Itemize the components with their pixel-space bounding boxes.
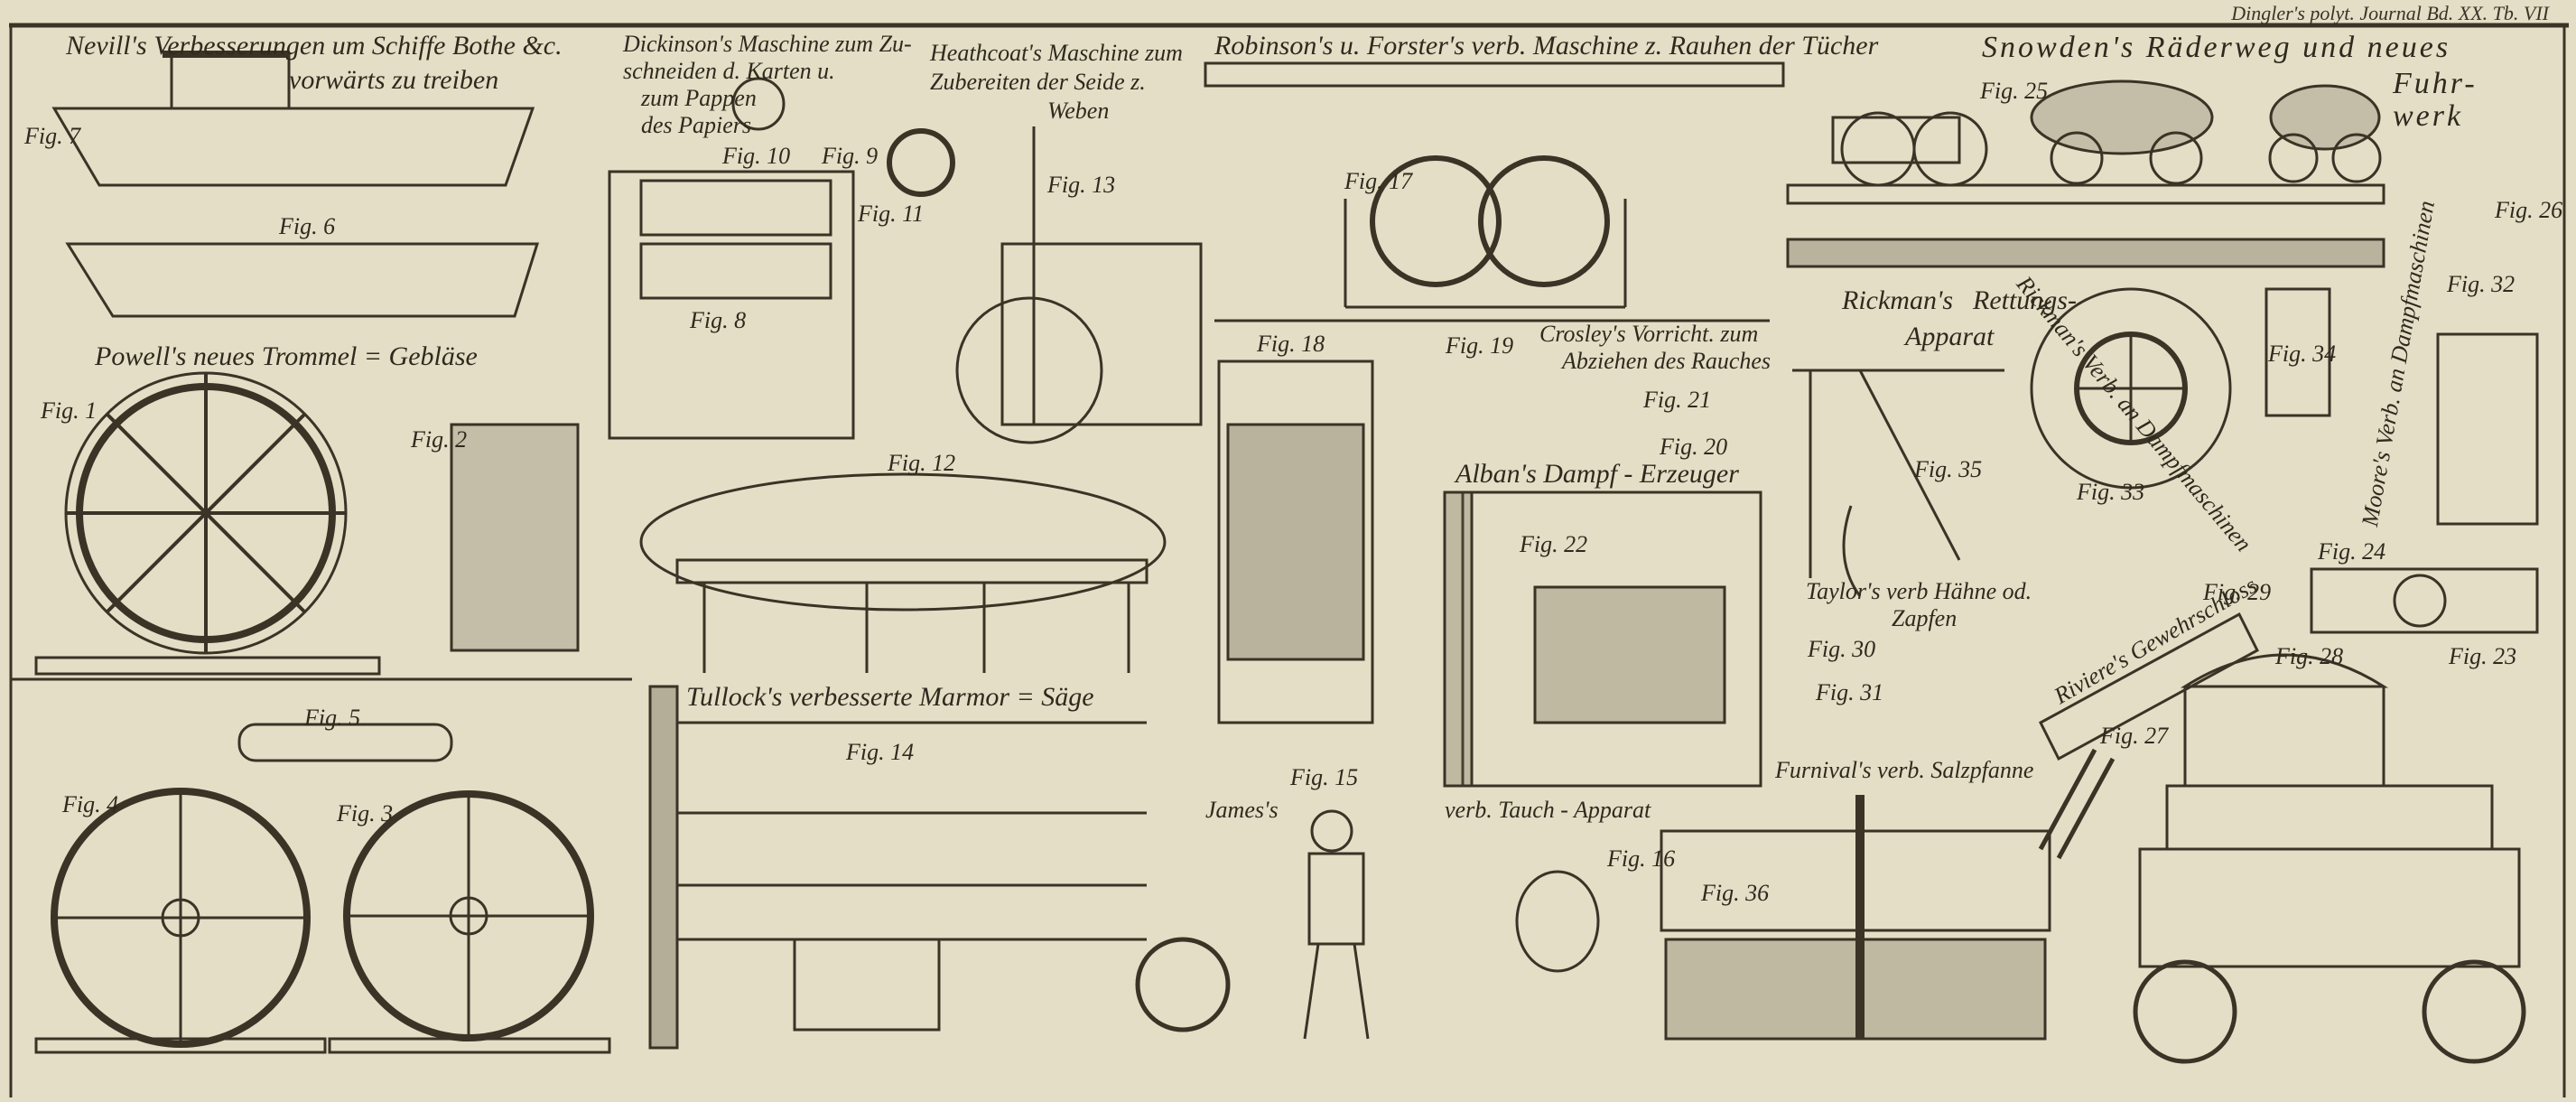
caption-powell: Powell's neues Trommel = Gebläse [95, 341, 478, 371]
fig-label: Fig. 7 [24, 123, 81, 149]
fig-label: Fig. 31 [1816, 679, 1884, 705]
fig-label: Fig. 25 [1980, 78, 2049, 104]
fig-label: Fig. 3 [337, 800, 394, 826]
caption-taylor: Taylor's verb Hähne od. [1806, 578, 2032, 604]
steam-engine-wheel-drawing [2030, 287, 2539, 634]
fig-label: Fig. 12 [888, 450, 956, 476]
caption-heathcoat-3: Weben [1047, 98, 1110, 124]
fig-label: Fig. 13 [1047, 172, 1116, 198]
drum-machine-fig12-drawing [639, 472, 1167, 673]
caption-snowden-2: Fuhr- [2393, 67, 2478, 100]
press-fig18-drawing [1217, 360, 1374, 724]
boat-drawing [51, 51, 540, 318]
salt-pan-drawing [1660, 795, 2051, 1041]
rescue-apparatus-drawing [1792, 369, 2004, 597]
caption-crosley: Crosley's Vorricht. zum [1539, 321, 1759, 347]
caption-furnival: Furnival's verb. Salzpfanne [1775, 757, 2034, 783]
caption-james: James's [1205, 797, 1279, 823]
caption-dickinson-4: des Papiers [641, 112, 752, 138]
fig-label: Fig. 11 [858, 201, 925, 227]
diving-apparatus-drawing [1303, 809, 1600, 1040]
silk-machine-drawing [887, 126, 1203, 444]
drum-blower-drawing [34, 371, 580, 762]
fig-label: Fig. 35 [1914, 456, 1983, 482]
fig-label: Fig. 8 [690, 307, 747, 333]
fig-label: Fig. 26 [2495, 197, 2563, 223]
caption-heathcoat-2: Zubereiten der Seide z. [930, 69, 1146, 95]
fig-label: Fig. 23 [2449, 643, 2517, 669]
steam-generator-drawing [1443, 490, 1762, 788]
fig-label: Fig. 19 [1446, 332, 1514, 359]
fig-label: Fig. 4 [62, 791, 119, 817]
fig-label: Fig. 29 [2203, 579, 2272, 605]
caption-dickinson-2: schneiden d. Karten u. [623, 58, 835, 84]
fig-label: Fig. 10 [722, 143, 791, 169]
caption-alban: Alban's Dampf - Erzeuger [1455, 459, 1739, 489]
fig-label: Fig. 34 [2268, 341, 2337, 367]
caption-nevill: Nevill's Verbesserungen um Schiffe Bothe… [66, 31, 563, 61]
wagon-railway-drawing [1786, 79, 2385, 268]
fig-label: Fig. 14 [846, 739, 915, 765]
caption-rickman-2: Rettungs- [1973, 285, 2077, 315]
caption-rickman-3: Apparat [1905, 322, 1995, 351]
caption-taylor-2: Zapfen [1892, 605, 1958, 631]
card-cutting-machine-drawing [608, 77, 855, 440]
cloth-raising-machine-drawing [1204, 61, 1785, 309]
caption-crosley-2: Abziehen des Rauches [1562, 348, 1772, 374]
gun-lock-drawing [2039, 612, 2259, 761]
fig-label: Fig. 21 [1643, 387, 1712, 413]
caption-james-2: verb. Tauch - Apparat [1445, 797, 1651, 823]
journal-reference: Dingler's polyt. Journal Bd. XX. Tb. VII [2231, 2, 2549, 24]
fig-label: Fig. 36 [1701, 880, 1770, 906]
fig-label: Fig. 16 [1607, 845, 1676, 872]
caption-robinson: Robinson's u. Forster's verb. Maschine z… [1214, 31, 1879, 61]
fig-label: Fig. 20 [1660, 434, 1728, 460]
fig-label: Fig. 28 [2275, 643, 2344, 669]
caption-dickinson: Dickinson's Maschine zum Zu- [623, 31, 912, 57]
fig-label: Fig. 17 [1344, 168, 1413, 194]
caption-nevill-cont: vorwärts zu treiben [289, 65, 499, 95]
plate-border [9, 23, 2569, 1097]
fig-label: Fig. 18 [1257, 331, 1325, 357]
caption-snowden: Snowden's Räderweg und neues [1982, 31, 2451, 64]
fig-label: Fig. 33 [2077, 479, 2145, 505]
caption-tullock: Tullock's verbesserte Marmor = Säge [686, 682, 1094, 712]
caption-dickinson-3: zum Pappen [641, 85, 757, 111]
fig-label: Fig. 30 [1808, 636, 1876, 662]
fig-label: Fig. 15 [1290, 764, 1359, 790]
fig-label: Fig. 2 [411, 426, 468, 453]
caption-heathcoat: Heathcoat's Maschine zum [930, 40, 1183, 66]
fig-label: Fig. 5 [304, 705, 361, 731]
fig-label: Fig. 1 [41, 397, 98, 424]
fig-label: Fig. 24 [2318, 538, 2386, 565]
fig-label: Fig. 22 [1520, 531, 1588, 557]
fig-label: Fig. 27 [2100, 723, 2169, 749]
caption-rickman: Rickman's [1842, 285, 1954, 315]
fig-label: Fig. 9 [822, 143, 879, 169]
caption-snowden-3: werk [2393, 99, 2464, 133]
steam-carriage-drawing [2038, 653, 2526, 1064]
fig-label: Fig. 6 [279, 213, 336, 239]
fig-label: Fig. 32 [2447, 271, 2516, 297]
marble-saw-drawing [648, 685, 1231, 1050]
water-wheels-drawing [34, 788, 611, 1054]
